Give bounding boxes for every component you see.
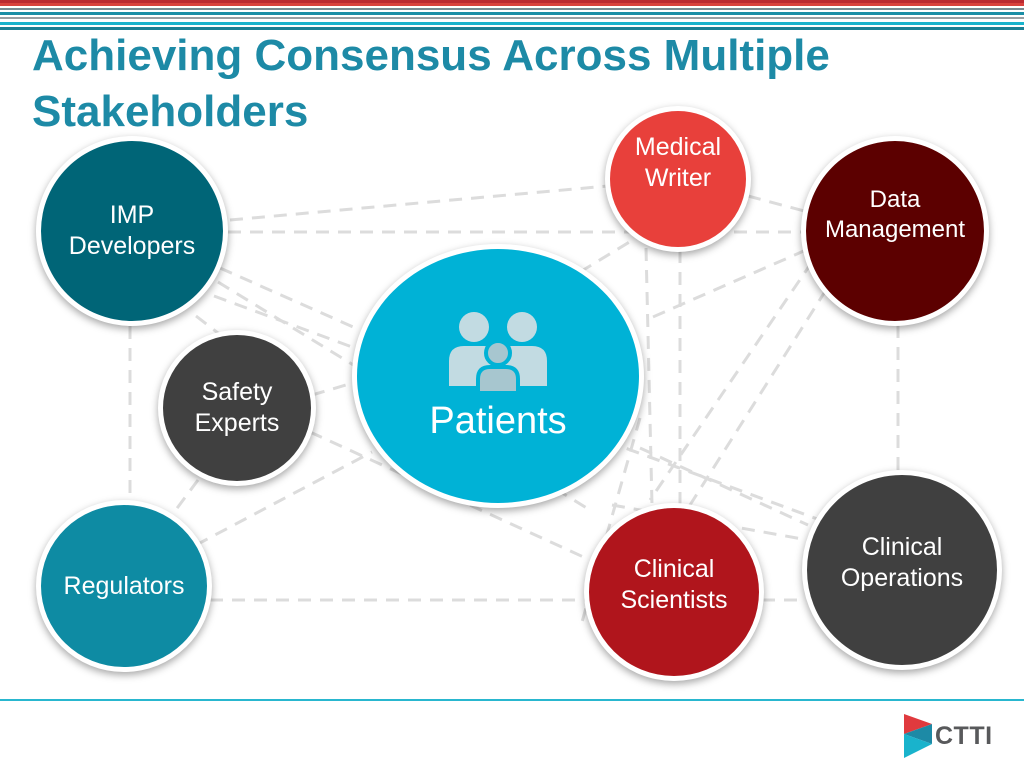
stakeholder-label-line: Clinical — [861, 533, 943, 561]
connector-line — [688, 289, 828, 506]
connector-line — [747, 194, 809, 214]
stakeholder-label-line: Operations — [840, 564, 964, 592]
connector-line — [311, 380, 357, 397]
connector-line — [170, 479, 200, 516]
connector-line — [213, 294, 821, 522]
connector-line — [195, 450, 373, 547]
connector-line — [309, 430, 591, 562]
ctti-logo: CTTI — [902, 712, 1002, 760]
stakeholder-clinical-scientists: Clinical Scientists — [584, 503, 764, 681]
stakeholder-imp-developers: IMP Developers — [36, 136, 228, 326]
stakeholder-safety-experts: Safety Experts — [158, 330, 316, 486]
footer-divider — [0, 699, 1024, 701]
patients-label: Patients — [429, 400, 567, 442]
stakeholder-label-line: Data — [869, 186, 921, 213]
connector-line — [644, 247, 654, 506]
stakeholder-medical-writer: Medical Writer — [605, 106, 751, 252]
stakeholder-label-line: IMP — [109, 201, 155, 229]
stakeholder-label-line: Experts — [194, 409, 280, 437]
stakeholder-data-management: Data Management — [801, 136, 989, 326]
stakeholder-label-line: Medical — [634, 133, 722, 161]
stakeholder-label-line: Safety — [201, 378, 273, 406]
stakeholder-label-line: Management — [824, 216, 966, 243]
logo-text: CTTI — [935, 722, 993, 750]
ctti-logo-icon — [904, 714, 932, 758]
patients-circle: Patients — [352, 244, 644, 508]
connector-line — [229, 184, 609, 222]
stakeholder-label-line: Scientists — [620, 586, 728, 614]
top-stripe-banner — [0, 0, 1024, 34]
connector-line — [579, 236, 637, 274]
stakeholder-label-line: Clinical — [633, 555, 715, 583]
connector-line — [645, 248, 807, 322]
stakeholder-clinical-operations: Clinical Operations — [802, 470, 1002, 670]
connector-line — [648, 261, 814, 501]
connector-line — [639, 446, 809, 527]
stakeholder-regulators: Regulators — [36, 500, 212, 672]
slide-title: Achieving Consensus Across Multiple Stak… — [32, 31, 830, 136]
stakeholder-label-line: Writer — [644, 164, 712, 192]
connector-line — [219, 266, 361, 332]
stakeholder-label-line: Regulators — [63, 571, 185, 600]
people-group-icon — [449, 312, 547, 395]
stakeholder-label-line: Developers — [68, 232, 196, 260]
